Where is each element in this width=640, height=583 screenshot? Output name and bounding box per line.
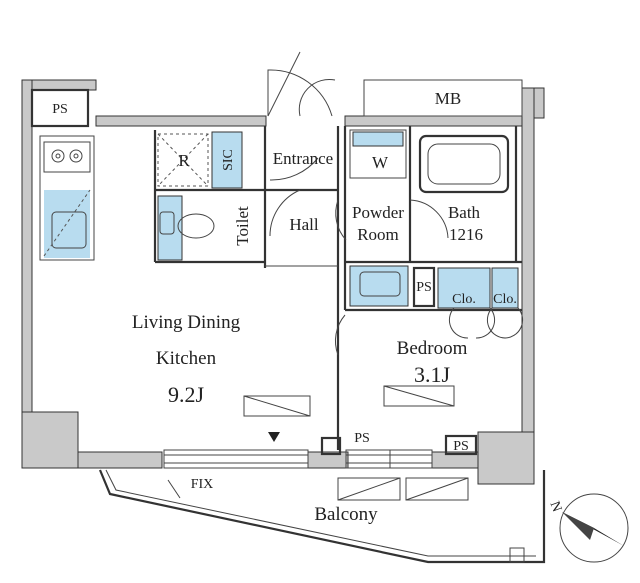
triangle-marker-icon <box>268 432 280 442</box>
washer-label: W <box>372 153 389 172</box>
column-right <box>477 431 535 485</box>
column-left <box>21 411 79 469</box>
ps-label-small: PS <box>416 280 432 295</box>
wall-top-right <box>344 115 526 127</box>
bath-size-label: 1216 <box>449 225 483 244</box>
balcony <box>98 469 546 564</box>
ps-box-top-left <box>30 88 90 128</box>
washbasin-icon <box>349 265 409 307</box>
outer-walls <box>21 79 545 485</box>
ldk-size-label: 9.2J <box>168 382 205 407</box>
ps-small-box <box>412 266 436 308</box>
washer-space <box>349 129 407 179</box>
north-arrow-icon <box>559 493 629 563</box>
powder-room-label-line2: Room <box>357 225 399 244</box>
ps-label-top-left: PS <box>52 102 68 117</box>
mb-label: MB <box>435 89 461 108</box>
wall-top-left <box>21 79 97 91</box>
ps-label-bottom-center: PS <box>354 431 370 446</box>
entrance-door <box>267 51 336 117</box>
wall-left <box>21 79 33 461</box>
ps-label-bottom-right: PS <box>453 439 469 454</box>
refrigerator-space <box>157 133 209 187</box>
closet-label-2: Clo. <box>493 292 517 307</box>
kitchen-counter <box>39 135 95 261</box>
toilet-label: Toilet <box>233 206 252 246</box>
air-conditioner-icon <box>383 385 455 407</box>
entrance-label: Entrance <box>273 149 333 168</box>
wall-right <box>521 87 535 461</box>
ps-box-bottom-center <box>320 436 342 456</box>
closet-1 <box>437 267 491 309</box>
air-conditioner-icon <box>243 395 311 417</box>
door-swings <box>269 157 524 356</box>
bedroom-label: Bedroom <box>397 338 468 359</box>
gas-stove-icon <box>43 141 91 173</box>
toilet-icon <box>157 195 215 261</box>
mb-box <box>363 79 523 117</box>
hall-label: Hall <box>289 215 319 234</box>
fix-label: FIX <box>191 477 214 492</box>
ps-box-bottom-right <box>444 434 478 456</box>
bathtub-icon <box>418 134 510 194</box>
closet-2 <box>491 267 519 309</box>
powder-room-label-line1: Powder <box>352 203 404 222</box>
balcony-label: Balcony <box>314 504 378 525</box>
ldk-label-line2: Kitchen <box>156 348 217 369</box>
sic-storage <box>211 131 243 189</box>
inner-walls <box>30 79 523 456</box>
refrigerator-label: R <box>178 151 190 170</box>
bedroom-size-label: 3.1J <box>414 362 451 387</box>
ldk-label-line1: Living Dining <box>132 312 241 333</box>
wall-top-mid <box>95 115 267 127</box>
windows <box>163 449 433 469</box>
closet-label-1: Clo. <box>452 292 476 307</box>
wall-top-right-corner <box>533 87 545 119</box>
sic-label: SIC <box>221 149 236 171</box>
compass-north-label: N <box>547 499 565 514</box>
bath-label: Bath <box>448 203 481 222</box>
kitchen-sink-icon <box>43 189 91 258</box>
